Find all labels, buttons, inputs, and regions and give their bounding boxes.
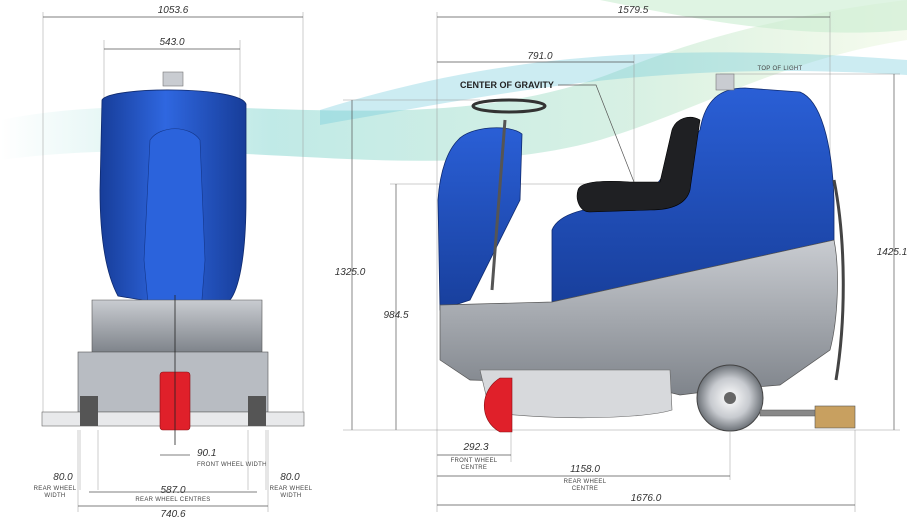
height-steering-label: 1325.0 — [335, 267, 366, 278]
rear-wheel-centre-caption-2: CENTRE — [572, 486, 598, 492]
front-chassis — [91, 299, 263, 353]
height-cog-label: 984.5 — [383, 310, 408, 321]
side-front-column — [437, 127, 523, 311]
rear-wheel-centres-caption: REAR WHEEL CENTRES — [135, 497, 210, 503]
overall-width-label: 1053.6 — [158, 5, 189, 16]
recovery-hose — [832, 179, 845, 381]
height-light-label: 1425.1 — [877, 247, 907, 258]
rear-wheel-centre-label: 1158.0 — [570, 464, 600, 475]
front-wheel-width-label: 90.1 — [197, 448, 216, 459]
side-squeegee — [814, 405, 856, 429]
top-of-light-caption: TOP OF LIGHT — [757, 66, 802, 72]
center-of-gravity-leader — [558, 84, 635, 183]
cog-horizontal-label: 791.0 — [527, 51, 552, 62]
bottom-width-label: 740.6 — [160, 509, 185, 519]
front-wheel-centre-caption-1: FRONT WHEEL — [451, 458, 498, 464]
front-view: 1053.6 543.0 90.1 FRONT WHEEL WIDTH — [34, 5, 313, 519]
rear-wheel-width-left-caption-2: WIDTH — [44, 493, 65, 499]
side-beacon-light — [715, 73, 735, 91]
operator-seat — [576, 117, 701, 213]
side-rear-wheel-hub — [724, 392, 736, 404]
front-wheel-width-caption: FRONT WHEEL WIDTH — [197, 462, 267, 468]
overall-length-bottom-label: 1676.0 — [631, 493, 662, 504]
side-view: 1579.5 791.0 TOP OF LIGHT CENTER OF GRAV… — [335, 5, 907, 512]
overall-length-top-label: 1579.5 — [618, 5, 649, 16]
rear-wheel-width-left-caption-1: REAR WHEEL — [34, 486, 77, 492]
rear-wheel-left — [80, 396, 98, 426]
front-wheel-centre-caption-2: CENTRE — [461, 465, 487, 471]
body-width-label: 543.0 — [159, 37, 184, 48]
rear-wheel-centre-caption-1: REAR WHEEL — [564, 479, 607, 485]
side-squeegee-arm — [759, 409, 821, 417]
rear-wheel-width-right-caption-1: REAR WHEEL — [270, 486, 313, 492]
side-steering-wheel — [471, 98, 547, 114]
beacon-light — [162, 71, 184, 87]
rear-wheel-centres-label: 587.0 — [160, 485, 185, 496]
side-brush — [484, 377, 513, 433]
rear-wheel-width-right-caption-2: WIDTH — [280, 493, 301, 499]
rear-wheel-width-left-label: 80.0 — [53, 472, 73, 483]
front-wheel-centre-label: 292.3 — [462, 442, 488, 453]
rear-wheel-width-right-label: 80.0 — [280, 472, 300, 483]
rear-wheel-right — [248, 396, 266, 426]
center-of-gravity-label: CENTER OF GRAVITY — [460, 80, 554, 90]
